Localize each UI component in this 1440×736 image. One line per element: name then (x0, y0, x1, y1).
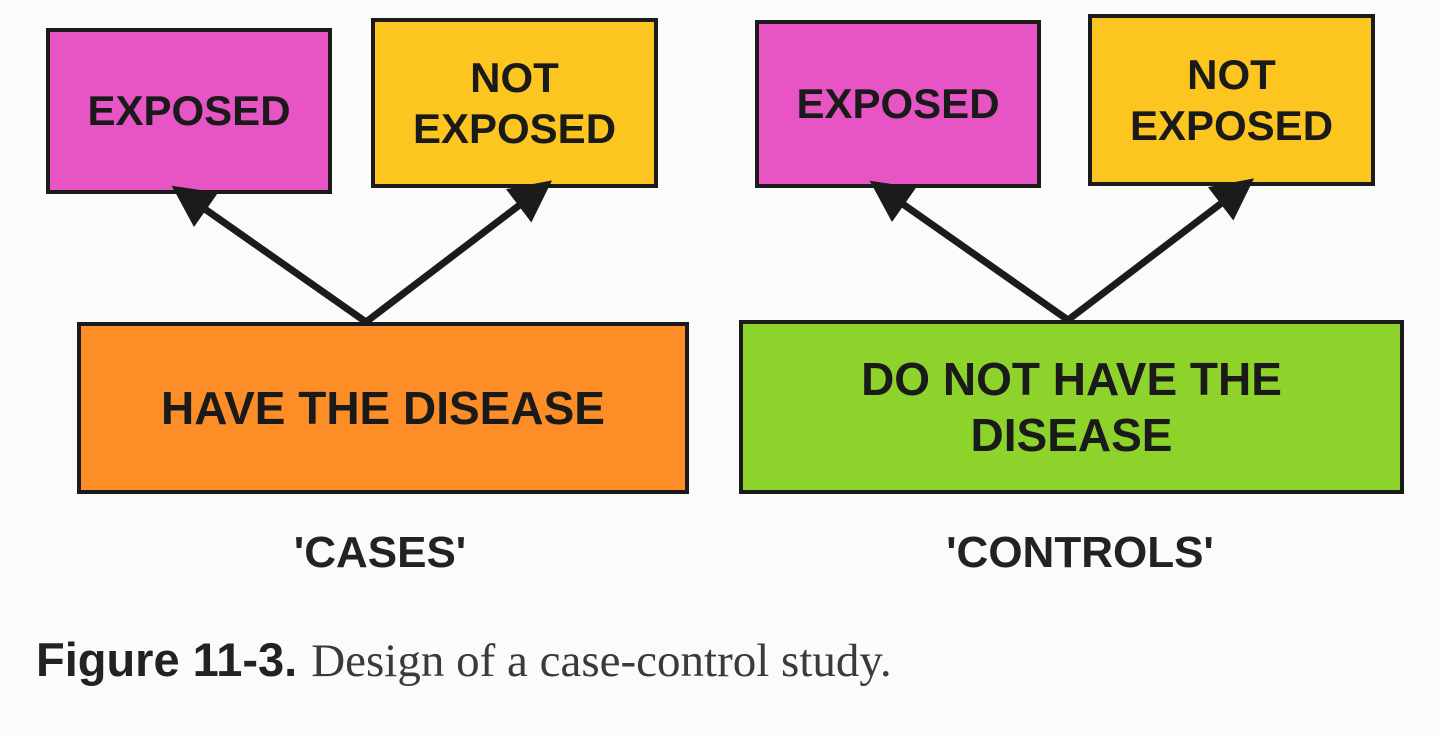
controls-exposed-box: EXPOSED (755, 20, 1041, 188)
cases-exposed-label: EXPOSED (87, 87, 291, 135)
controls-not-exposed-label: NOT EXPOSED (1129, 50, 1334, 149)
figure-number: Figure 11-3. (36, 633, 298, 686)
controls-group-label: 'CONTROLS' (946, 528, 1214, 577)
cases-not-exposed-box: NOT EXPOSED (371, 18, 658, 188)
controls-to-not-exposed-arrow (1065, 178, 1255, 323)
cases-not-exposed-label: NOT EXPOSED (412, 53, 617, 152)
controls-exposed-label: EXPOSED (796, 80, 1000, 128)
cases-disease-box: HAVE THE DISEASE (77, 322, 689, 494)
cases-disease-label: HAVE THE DISEASE (161, 381, 605, 434)
cases-group-label: 'CASES' (293, 528, 467, 577)
controls-to-exposed-arrow (869, 180, 1071, 323)
cases-exposed-box: EXPOSED (46, 28, 332, 194)
controls-disease-label: DO NOT HAVE THE DISEASE (861, 352, 1282, 461)
controls-not-exposed-box: NOT EXPOSED (1088, 14, 1375, 186)
figure-caption: Figure 11-3.Design of a case-control stu… (36, 632, 892, 688)
cases-to-not-exposed-arrow (363, 180, 553, 325)
controls-disease-box: DO NOT HAVE THE DISEASE (739, 320, 1404, 494)
cases-to-exposed-arrow (171, 185, 369, 325)
figure-caption-text: Design of a case-control study. (311, 635, 892, 687)
